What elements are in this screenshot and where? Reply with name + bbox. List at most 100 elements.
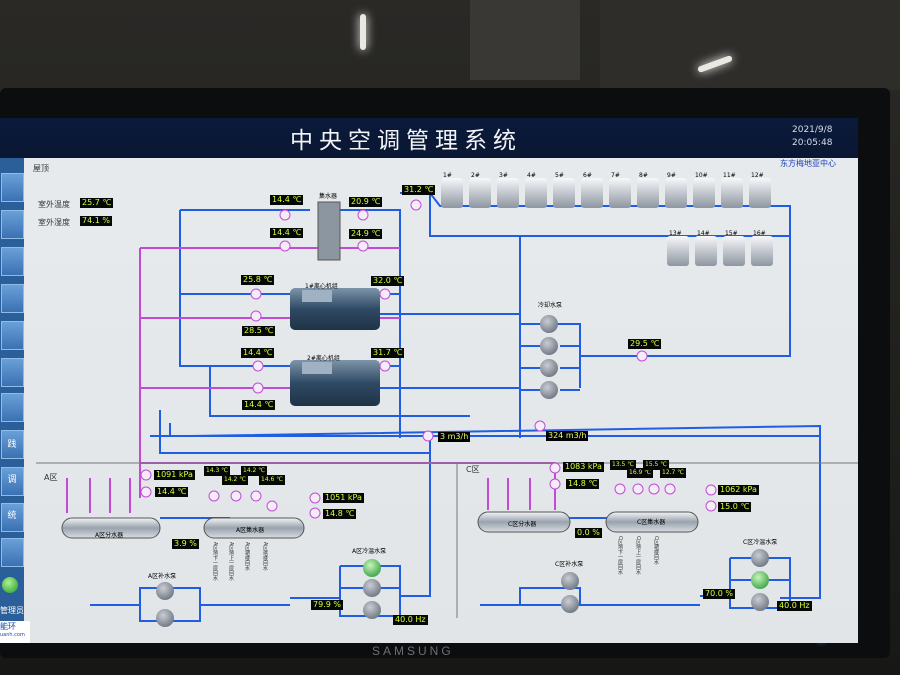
brand-url: uanh.com xyxy=(0,632,25,638)
sensor-icon xyxy=(208,490,220,502)
manifold-temp: 20.9 ℃ xyxy=(349,197,383,207)
sidebar-button-3[interactable] xyxy=(1,247,24,276)
manifold-icon xyxy=(317,201,341,261)
sensor-icon xyxy=(549,462,561,474)
zone-c-branch-label: C区裙楼回水 xyxy=(653,536,659,565)
sidebar-button-4[interactable] xyxy=(1,284,24,313)
chiller-1-outlet-temp: 32.0 ℃ xyxy=(371,276,405,286)
sidebar-button-6[interactable] xyxy=(1,358,24,387)
zone-c-cold-pump-icon[interactable] xyxy=(751,549,769,567)
cooling-pump-group[interactable] xyxy=(540,315,558,399)
zone-c-distributor-label: C区分水器 xyxy=(508,521,537,528)
zone-c-cold-pump-icon[interactable] xyxy=(751,593,769,611)
pump-icon xyxy=(540,359,558,377)
sensor-icon xyxy=(140,486,152,498)
zone-a-cold-pump-icon[interactable] xyxy=(363,579,381,597)
sidebar-button-7[interactable] xyxy=(1,393,24,422)
outdoor-humidity-label: 室外湿度 xyxy=(38,218,70,227)
tower-return-temp: 29.5 ℃ xyxy=(628,339,662,349)
zone-c-branch-label: C区地下一层回水 xyxy=(617,536,623,575)
cooling-tower-icon xyxy=(609,178,631,208)
zone-c-cold-pump-label: C区冷温水泵 xyxy=(743,539,778,546)
pump-icon xyxy=(540,315,558,333)
user-role[interactable]: 管理员 xyxy=(0,606,24,615)
zone-c-pressure: 1083 kPa xyxy=(563,462,604,472)
chiller-2-icon[interactable] xyxy=(290,360,380,406)
ceiling-lamp xyxy=(360,14,366,50)
chiller-2-return-temp: 14.4 ℃ xyxy=(242,400,276,410)
sidebar-button-10[interactable] xyxy=(1,503,24,532)
tower-tag: 1# xyxy=(443,172,452,179)
zone-a-return-temp: 14.8 ℃ xyxy=(323,509,357,519)
sensor-icon xyxy=(279,240,291,252)
sidebar-button-5[interactable] xyxy=(1,321,24,350)
cooling-tower-icon xyxy=(721,178,743,208)
sidebar-button-2[interactable] xyxy=(1,210,24,239)
sensor-icon xyxy=(309,507,321,519)
cooling-tower-row-2 xyxy=(667,236,773,266)
sidebar-button-11[interactable] xyxy=(1,538,24,567)
tower-tag: 10# xyxy=(695,172,708,179)
clock: 2021/9/8 20:05:48 xyxy=(792,124,832,150)
zone-c-branch-temp: 12.7 ℃ xyxy=(660,468,687,478)
sidebar-button-9[interactable] xyxy=(1,467,24,496)
sensor-icon xyxy=(614,483,626,495)
zone-c-label: C区 xyxy=(466,465,480,474)
sensor-icon xyxy=(705,484,717,496)
zone-c-valve-opening: 0.0 % xyxy=(575,528,602,538)
sensor-icon xyxy=(549,478,561,490)
zone-c-makeup-pump-icon[interactable] xyxy=(561,595,579,613)
status-indicator[interactable] xyxy=(2,577,18,593)
tower-tag: 12# xyxy=(751,172,764,179)
sidebar-button-8[interactable] xyxy=(1,430,24,459)
zone-c-cold-pump-icon[interactable] xyxy=(751,571,769,589)
cooling-tower-icon xyxy=(497,178,519,208)
cooling-tower-icon xyxy=(665,178,687,208)
chiller-1-return-temp: 28.5 ℃ xyxy=(242,326,276,336)
brand-box: 能环 uanh.com xyxy=(0,621,30,643)
chiller-2-label: 2#离心机组 xyxy=(307,355,340,362)
chiller-1-inlet-temp: 25.8 ℃ xyxy=(241,275,275,285)
roof-section-label: 屋顶 xyxy=(33,164,49,173)
zone-a-cold-pump-icon[interactable] xyxy=(363,601,381,619)
monitor-brand-logo: SAMSUNG xyxy=(372,644,454,658)
zone-a-cold-pump-icon[interactable] xyxy=(363,559,381,577)
sensor-icon xyxy=(250,490,262,502)
chiller-1-icon[interactable] xyxy=(290,288,380,330)
cooling-tower-icon xyxy=(637,178,659,208)
zone-a-distributor-label: A区分水器 xyxy=(95,532,124,539)
sensor-icon xyxy=(379,288,391,300)
zone-a-distributor-icon xyxy=(61,517,161,539)
tower-tag: 4# xyxy=(527,172,536,179)
tower-tag: 16# xyxy=(753,230,766,237)
zone-a-branch-temp: 14.6 ℃ xyxy=(259,475,286,485)
outdoor-humidity-value: 74.1 % xyxy=(80,216,112,226)
zone-c-branch-temp: 16.9 ℃ xyxy=(627,468,654,478)
zone-c-makeup-pump-icon[interactable] xyxy=(561,572,579,590)
zone-c-cold-pump-percent: 70.0 % xyxy=(703,589,735,599)
sidebar: 践 调 统 管理员 能环 uanh.com xyxy=(0,158,30,643)
zone-c-distributor-icon xyxy=(477,511,571,533)
company-name: 东方梅地亚中心 xyxy=(780,159,836,168)
sensor-icon xyxy=(636,350,648,362)
tower-tag: 11# xyxy=(723,172,736,179)
sensor-icon xyxy=(357,209,369,221)
sidebar-button-1[interactable] xyxy=(1,173,24,202)
sensor-icon xyxy=(648,483,660,495)
zone-a-branch-temp: 14.3 ℃ xyxy=(204,466,231,476)
tower-tag: 7# xyxy=(611,172,620,179)
manifold-temp: 24.9 ℃ xyxy=(349,229,383,239)
zone-a-makeup-pump-icon[interactable] xyxy=(156,609,174,627)
tower-tag: 14# xyxy=(697,230,710,237)
date-text: 2021/9/8 xyxy=(792,125,833,135)
zone-a-makeup-pump-label: A区补水泵 xyxy=(148,573,177,580)
zone-a-label: A区 xyxy=(44,473,58,482)
sensor-icon xyxy=(705,500,717,512)
zone-a-makeup-pump-icon[interactable] xyxy=(156,582,174,600)
sensor-icon xyxy=(422,430,434,442)
tower-tag: 13# xyxy=(669,230,682,237)
zone-c-collector-icon xyxy=(605,511,699,533)
sidebar-label: 统 xyxy=(7,511,17,521)
ceiling-panel xyxy=(470,0,580,80)
zone-a-cold-pump-frequency: 40.0 Hz xyxy=(393,615,428,625)
